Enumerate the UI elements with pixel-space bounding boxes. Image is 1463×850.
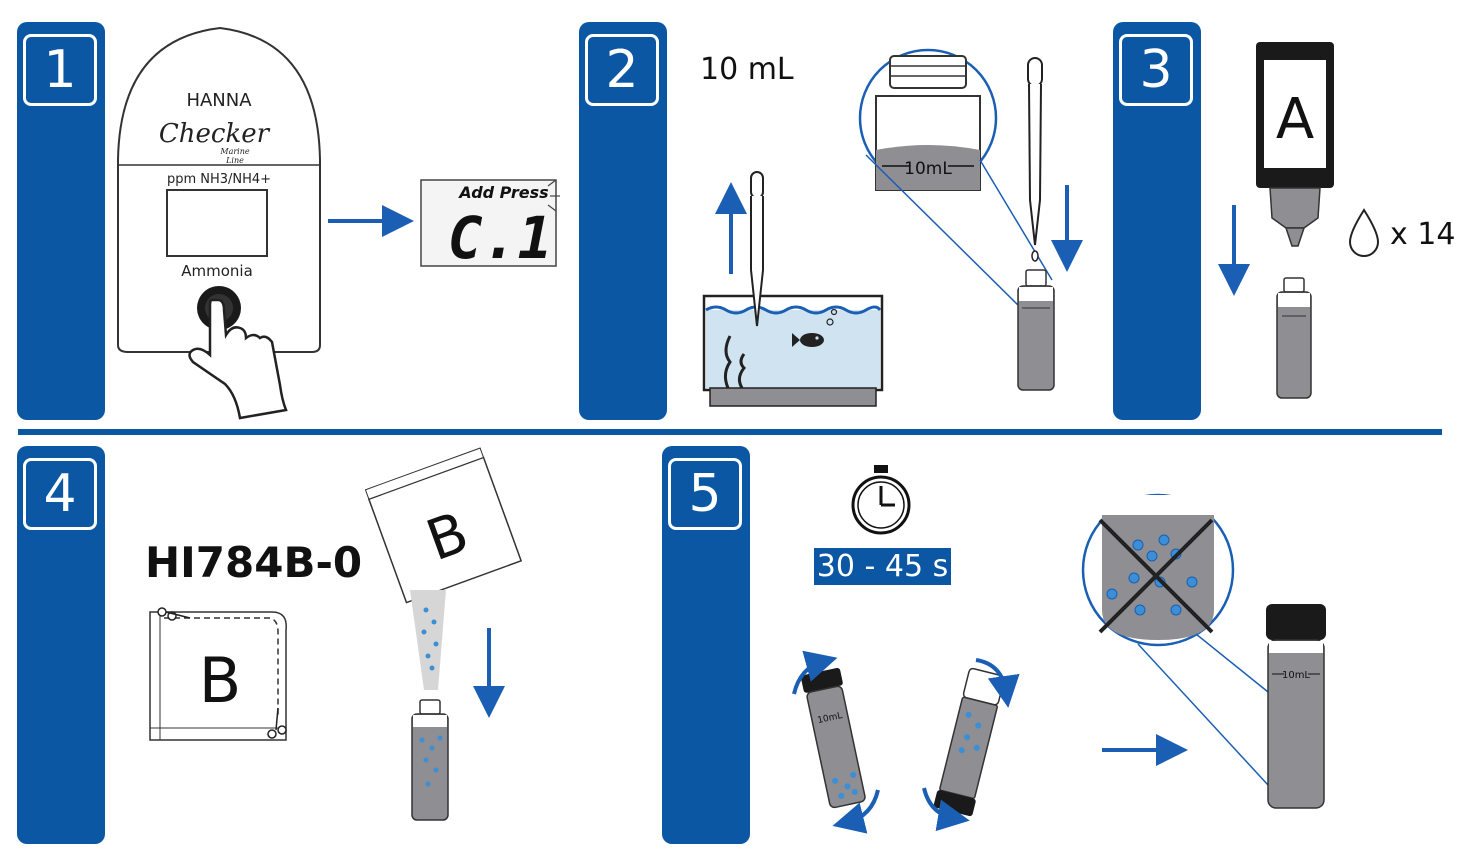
vial-zoom-view: 10mL [858,48,1053,306]
meter-model: Checker [159,119,271,149]
reagent-a-letter: A [1276,87,1314,152]
sample-volume-label: 10 mL [700,52,794,87]
powder-particles [419,607,443,787]
result-vial: 10mL [1266,604,1326,809]
shaking-vial-left: 10mL [801,667,866,809]
step-3-number: 3 [1119,34,1193,106]
result-vial-mark: 10mL [1282,670,1310,681]
pouring-packet: B [364,447,523,690]
step-2-number: 2 [585,34,659,106]
packet-b-letter: B [199,644,242,717]
fish-icon [792,333,824,347]
reaction-time-label: 30 - 45 s [814,548,951,585]
lcd-instruction: Add Press [457,183,548,202]
hand-pointer-icon [188,298,288,420]
reagent-b-packet: B [149,607,287,741]
reagent-code-label: HI784B-0 [145,538,363,587]
rotate-arrows-icon [792,650,1020,834]
undissolved-zoom-view [1081,493,1279,786]
sample-vial [1017,269,1055,391]
meter-parameter-label: Ammonia [181,262,253,280]
step-1-number: 1 [23,34,97,106]
reagent-a-bottle: A [1256,42,1334,247]
pipette-in-tank [750,171,764,327]
dropper-pipette [1027,57,1043,262]
lcd-display: Add Press C.1 [420,179,560,272]
aquarium [702,294,884,407]
zoom-vial-mark: 10mL [904,159,952,179]
scissors-icon [157,607,191,621]
drop-icon [1348,208,1380,257]
meter-sub-brand-1: Marine [219,147,249,156]
stopwatch-icon [851,465,911,535]
checker-meter: HANNA Checker Marine Line ppm NH3/NH4+ A… [117,26,321,353]
row-divider [18,429,1442,435]
scissors-icon [267,707,287,739]
step-4-number: 4 [23,458,97,530]
meter-unit-label: ppm NH3/NH4+ [167,172,271,187]
drop-count-label: x 14 [1390,217,1456,252]
shaking-vial-right [933,667,1005,817]
step-5-number: 5 [668,458,742,530]
sample-vial [1276,277,1312,399]
sample-vial-with-powder [411,699,449,821]
lcd-code: C.1 [448,204,553,272]
meter-sub-brand-2: Line [225,156,244,165]
meter-brand: HANNA [186,90,252,111]
